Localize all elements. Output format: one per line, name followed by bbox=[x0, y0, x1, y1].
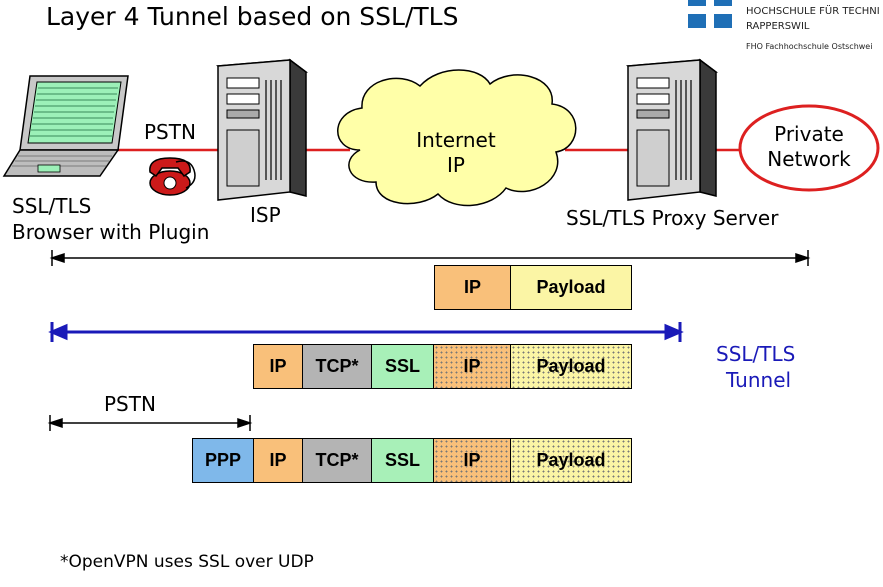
internet-cloud-icon bbox=[337, 69, 577, 207]
pstn-label: PSTN bbox=[144, 120, 196, 144]
packet3-ssl-header: SSL bbox=[371, 438, 434, 483]
tunnel-span-arrow bbox=[48, 322, 684, 342]
packet2-tcp-header: TCP* bbox=[302, 344, 372, 389]
page-title: Layer 4 Tunnel based on SSL/TLS bbox=[46, 2, 459, 31]
client-label-line1: SSL/TLS bbox=[12, 194, 92, 218]
isp-server-icon bbox=[215, 58, 309, 201]
isp-label: ISP bbox=[250, 203, 281, 227]
packet1-payload: Payload bbox=[510, 265, 632, 310]
private-network-label: Private Network bbox=[750, 122, 868, 172]
packet3-inner-ip-header: IP bbox=[433, 438, 511, 483]
logo-text-line2: RAPPERSWIL bbox=[746, 21, 810, 32]
laptop-icon bbox=[2, 75, 129, 177]
private-network-label-line2: Network bbox=[767, 147, 851, 171]
private-network-label-line1: Private bbox=[774, 122, 844, 146]
proxy-server-icon bbox=[625, 58, 719, 201]
client-label-line2: Browser with Plugin bbox=[12, 220, 210, 244]
internet-label-line2: IP bbox=[447, 153, 465, 177]
tunnel-label-line1: SSL/TLS bbox=[716, 342, 796, 366]
tunnel-label-line2: Tunnel bbox=[726, 368, 792, 392]
logo-mark-icon bbox=[688, 0, 732, 28]
pstn-span-label: PSTN bbox=[104, 392, 156, 416]
packet3-ppp-header: PPP bbox=[192, 438, 254, 483]
packet1-ip-header: IP bbox=[434, 265, 511, 310]
university-logo: HOCHSCHULE FÜR TECHNI RAPPERSWIL FHO Fac… bbox=[688, 0, 883, 62]
proxy-label: SSL/TLS Proxy Server bbox=[566, 206, 779, 230]
packet3-outer-ip-header: IP bbox=[253, 438, 303, 483]
packet3-payload: Payload bbox=[510, 438, 632, 483]
pstn-span-arrow bbox=[47, 415, 253, 431]
end-to-end-span-arrow bbox=[49, 250, 811, 266]
packet3-tcp-header: TCP* bbox=[302, 438, 372, 483]
packet2-inner-ip-header: IP bbox=[433, 344, 511, 389]
packet2-outer-ip-header: IP bbox=[253, 344, 303, 389]
internet-label: Internet IP bbox=[396, 128, 516, 178]
packet2-ssl-header: SSL bbox=[371, 344, 434, 389]
logo-text-line3: FHO Fachhochschule Ostschwei bbox=[746, 42, 873, 51]
private-network-ellipse bbox=[738, 104, 880, 192]
packet2-payload: Payload bbox=[510, 344, 632, 389]
footnote: *OpenVPN uses SSL over UDP bbox=[60, 552, 314, 572]
logo-text-line1: HOCHSCHULE FÜR TECHNI bbox=[746, 6, 880, 17]
telephone-icon bbox=[149, 157, 196, 196]
internet-label-line1: Internet bbox=[416, 128, 496, 152]
